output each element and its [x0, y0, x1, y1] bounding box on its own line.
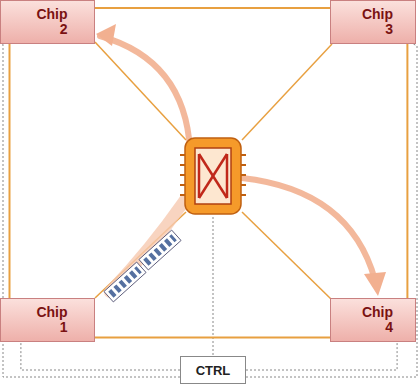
flow-arrows — [96, 24, 386, 296]
chip-box: Chip 4 — [330, 298, 416, 342]
chip-label: Chip 3 — [353, 7, 393, 37]
controller-label: CTRL — [196, 363, 231, 378]
crossbar-switch — [180, 138, 246, 214]
chip-link — [95, 337, 330, 339]
chip-label: Chip 4 — [353, 305, 393, 335]
control-wire — [21, 342, 180, 370]
controller-box: CTRL — [180, 356, 246, 384]
data-packets — [104, 230, 181, 302]
chip-label: Chip 2 — [28, 7, 68, 37]
control-wire — [246, 342, 397, 370]
chip-link — [9, 44, 11, 298]
chip-box: Chip 1 — [0, 298, 95, 342]
chip-box: Chip 2 — [0, 0, 95, 44]
chip-link — [95, 7, 330, 9]
control-line — [213, 216, 214, 355]
chip-label: Chip 1 — [28, 305, 68, 335]
control-wire — [246, 44, 417, 377]
chip-link — [406, 44, 408, 298]
chip-box: Chip 3 — [330, 0, 416, 44]
